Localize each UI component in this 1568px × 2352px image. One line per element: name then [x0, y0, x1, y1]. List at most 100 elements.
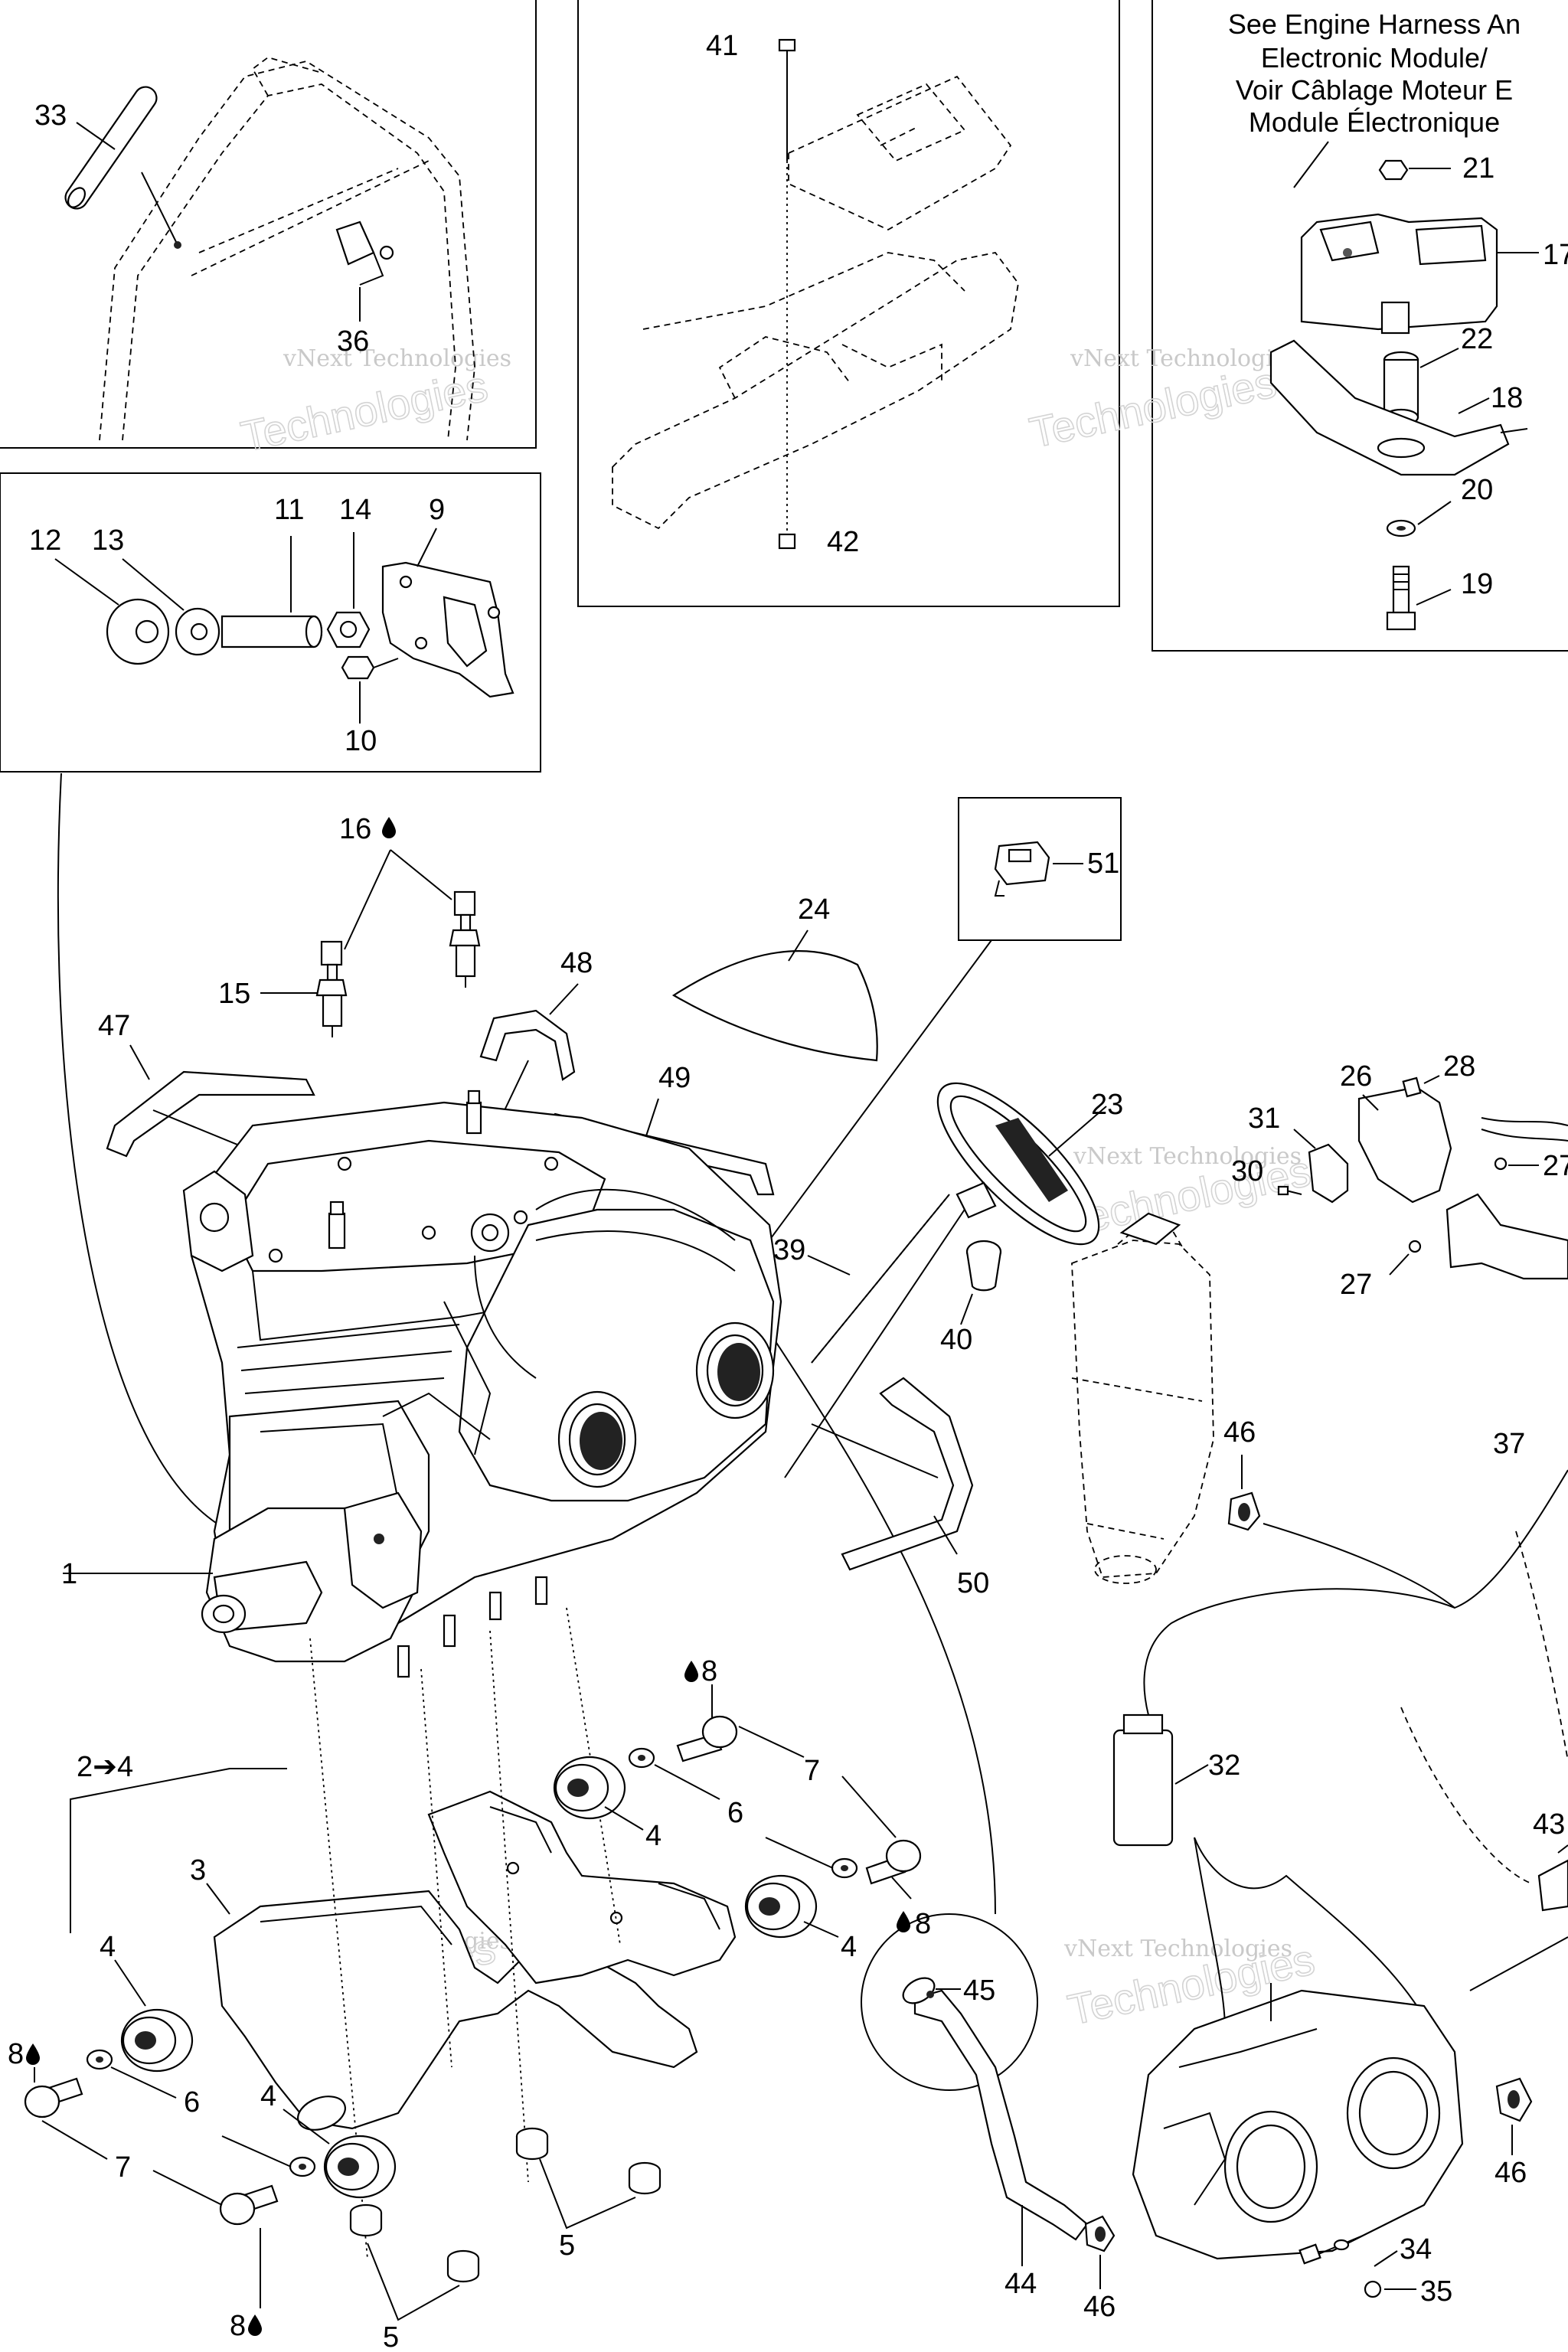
callout-36: 36	[337, 325, 369, 358]
callout-17: 17	[1543, 239, 1568, 271]
callout-9: 9	[429, 494, 445, 526]
nut-21	[1378, 159, 1409, 181]
panel-ecm-bracket	[577, 0, 1120, 607]
callout-5-lower: 5	[383, 2321, 399, 2352]
sleeve-11	[220, 615, 323, 648]
hose-47	[106, 1070, 315, 1158]
callout-44: 44	[1004, 2268, 1037, 2300]
clip-36	[335, 220, 394, 286]
bolt-8-low	[219, 2184, 279, 2226]
callout-45: 45	[963, 1975, 995, 2007]
callout-33: 33	[34, 100, 67, 132]
hose-48	[479, 1009, 576, 1081]
screw-41	[778, 38, 796, 161]
callout-21: 21	[1462, 152, 1494, 185]
connector-32	[1112, 1713, 1174, 1847]
callout-12: 12	[29, 524, 61, 557]
callout-labels: 33 36 41 42 21 17 22 18 20 19 12 13 11 1…	[8, 30, 1568, 2352]
gasket-31	[1308, 1143, 1349, 1204]
callout-39: 39	[773, 1234, 805, 1266]
rubber-mount-4-low	[323, 2135, 397, 2199]
callout-41: 41	[706, 30, 738, 62]
ecm-module-dashed	[788, 75, 1012, 231]
callout-47: 47	[98, 1010, 130, 1042]
callout-46-bottom: 46	[1083, 2291, 1116, 2323]
callout-27-bottom: 27	[1340, 1269, 1372, 1301]
connector-43	[1537, 1859, 1568, 1912]
rubber-cap-12	[106, 598, 170, 665]
bracket-18	[1269, 339, 1528, 476]
callout-7-left: 7	[115, 2151, 131, 2184]
callout-4-low: 4	[260, 2080, 276, 2112]
leader-clip-51	[757, 939, 992, 1256]
callout-31: 31	[1248, 1102, 1280, 1135]
callout-23: 23	[1091, 1089, 1123, 1121]
bracket-27	[1446, 1193, 1568, 1280]
sleeve-40	[965, 1240, 1002, 1292]
nut-42	[778, 533, 796, 550]
callout-46-top: 46	[1223, 1416, 1256, 1449]
callout-4-mid: 4	[841, 1931, 857, 1963]
panel-engine-support	[0, 472, 541, 773]
svg-text:Technologies: Technologies	[237, 361, 492, 461]
panel-ignition-coil	[1152, 0, 1568, 652]
svg-text:vNext Technologies: vNext Technologies	[1063, 1936, 1292, 1962]
chassis-bracket-dashed	[612, 252, 1019, 530]
throttle-body-lower	[1132, 1989, 1464, 2260]
callout-28: 28	[1443, 1050, 1475, 1083]
shield-24	[671, 950, 878, 1062]
spark-plug-right	[449, 890, 481, 988]
spring-39	[811, 1194, 950, 1364]
callout-2-to-4: 2➔4	[77, 1751, 133, 1783]
note-line-4: Module Électronique	[1249, 106, 1500, 138]
align-line-d	[566, 1607, 621, 1945]
note-line-2: Electronic Module/	[1261, 42, 1488, 74]
note-line-1: See Engine Harness An	[1228, 8, 1521, 40]
hose-44	[913, 1989, 1089, 2241]
callout-6-top: 6	[727, 1797, 743, 1829]
clip-51	[994, 841, 1050, 897]
callout-22: 22	[1461, 323, 1493, 355]
clamp-46-bottom	[1084, 2215, 1116, 2252]
nut-5-b	[628, 2161, 662, 2195]
clip-35	[1364, 2280, 1382, 2298]
nut-5-a	[515, 2127, 549, 2161]
callout-37: 37	[1493, 1428, 1525, 1460]
callout-46-right: 46	[1494, 2157, 1527, 2189]
oil-drop-icon-8-low	[248, 2314, 262, 2336]
bolt-8-mid	[865, 1839, 922, 1885]
spark-plug-left	[315, 940, 348, 1037]
note-line-3: Voir Câblage Moteur E	[1236, 74, 1513, 106]
oil-reservoir-dashed	[1071, 1224, 1214, 1584]
callout-8-top: 8	[701, 1655, 717, 1687]
callout-50: 50	[957, 1567, 989, 1599]
engine-block-1	[182, 1089, 782, 1678]
panel-frame-bracket	[0, 0, 537, 449]
cap-28	[1402, 1076, 1422, 1098]
clamp-45	[902, 1977, 936, 2004]
callout-11: 11	[274, 494, 304, 526]
svg-text:vNext Technologies: vNext Technologies	[283, 345, 511, 372]
callout-1: 1	[61, 1558, 77, 1590]
callout-32: 32	[1208, 1749, 1240, 1782]
nut-5-c	[349, 2203, 383, 2237]
washer-6-left	[86, 2049, 113, 2070]
washer-20	[1386, 519, 1416, 537]
callout-10: 10	[345, 725, 377, 757]
leader-engine-support	[57, 773, 230, 1532]
ignition-coil-17	[1300, 213, 1498, 335]
rubber-mount-4-left	[120, 2008, 194, 2073]
callout-6-left: 6	[184, 2086, 200, 2118]
bolt-8-left	[24, 2077, 83, 2118]
leader-clamp-45	[769, 1331, 996, 1915]
callout-13: 13	[92, 524, 124, 557]
svg-text:vNext Technologies: vNext Technologies	[1070, 345, 1298, 372]
callout-51: 51	[1087, 848, 1119, 880]
hose-50	[841, 1377, 974, 1571]
callout-30: 30	[1231, 1155, 1263, 1187]
mount-bracket-2-4-outline	[70, 1768, 287, 1933]
callout-48: 48	[560, 947, 593, 979]
callout-8-low: 8	[230, 2310, 246, 2342]
callout-27-top: 27	[1543, 1150, 1568, 1182]
